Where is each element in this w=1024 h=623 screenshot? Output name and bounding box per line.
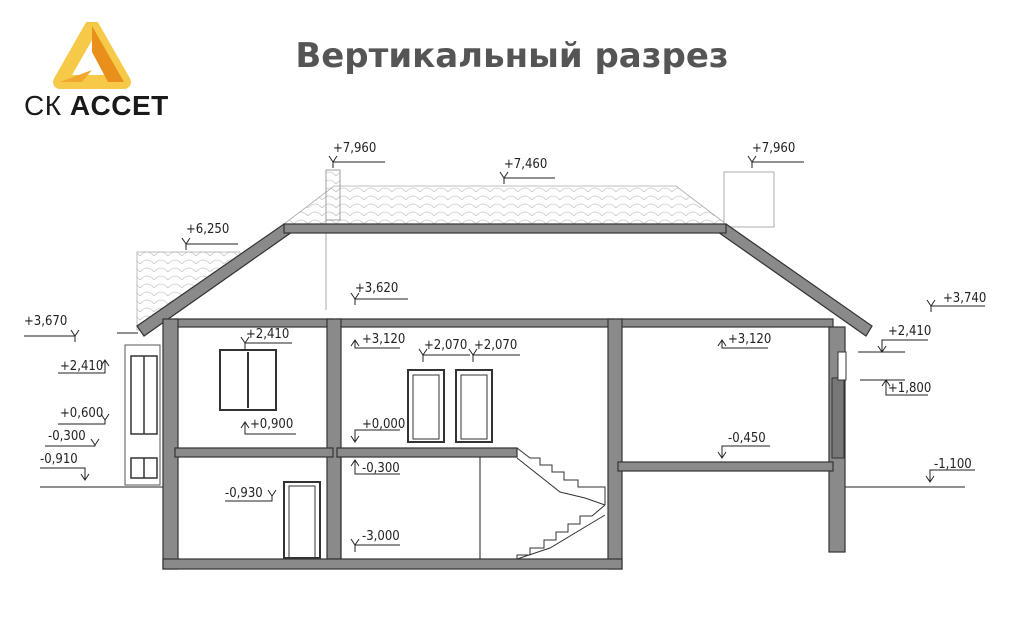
wall-outer-left — [162, 318, 179, 570]
level-label: +3,670 — [24, 314, 67, 329]
level-label: +7,460 — [504, 157, 547, 172]
chimney-left — [325, 169, 341, 221]
page-title: Вертикальный разрез — [295, 36, 729, 76]
level-marks — [24, 155, 985, 552]
floor-slab-mid — [336, 447, 518, 458]
stair — [516, 447, 606, 560]
company-logo-icon — [53, 22, 131, 89]
basement-slab — [162, 558, 623, 570]
level-label: +6,250 — [186, 222, 229, 237]
floor-slab-right — [617, 461, 834, 472]
attic-slab-3 — [617, 318, 834, 328]
level-label: +0,900 — [250, 417, 293, 432]
level-label: -0,300 — [48, 429, 86, 444]
level-label: -3,000 — [362, 529, 400, 544]
level-label: -0,450 — [728, 431, 766, 446]
door-1-inner — [412, 374, 440, 440]
level-label: -0,910 — [40, 452, 78, 467]
door-basement-inner — [288, 485, 316, 559]
level-label: -0,300 — [362, 461, 400, 476]
wall-inner-1 — [326, 318, 342, 560]
right-facade-column — [831, 377, 845, 459]
door-2 — [455, 369, 493, 443]
door-1 — [407, 369, 445, 443]
level-label: +2,410 — [246, 327, 289, 342]
level-label: +7,960 — [752, 141, 795, 156]
level-label: +0,000 — [362, 417, 405, 432]
door-basement — [283, 481, 321, 559]
level-label: +2,070 — [424, 338, 467, 353]
level-label: +3,120 — [362, 332, 405, 347]
level-label: +2,070 — [474, 338, 517, 353]
level-label: +0,600 — [60, 406, 103, 421]
level-label: +3,740 — [943, 291, 986, 306]
wall-inner-2 — [607, 318, 623, 570]
level-label: +1,800 — [888, 381, 931, 396]
brand-name: СК ACCET — [24, 90, 169, 121]
roof-surface — [282, 185, 728, 225]
level-label: +7,960 — [333, 141, 376, 156]
chimney-right — [723, 171, 775, 228]
level-label: +2,410 — [888, 324, 931, 339]
level-label: +3,620 — [355, 281, 398, 296]
roof-beam — [283, 223, 727, 234]
attic-slab-1 — [174, 318, 334, 328]
floor-slab-left — [174, 447, 334, 458]
door-2-inner — [460, 374, 488, 440]
right-facade-window — [837, 351, 847, 381]
level-label: +2,410 — [60, 359, 103, 374]
level-label: +3,120 — [728, 332, 771, 347]
level-label: -0,930 — [225, 486, 263, 501]
level-label: -1,100 — [934, 457, 972, 472]
attic-slab-2 — [336, 318, 615, 328]
